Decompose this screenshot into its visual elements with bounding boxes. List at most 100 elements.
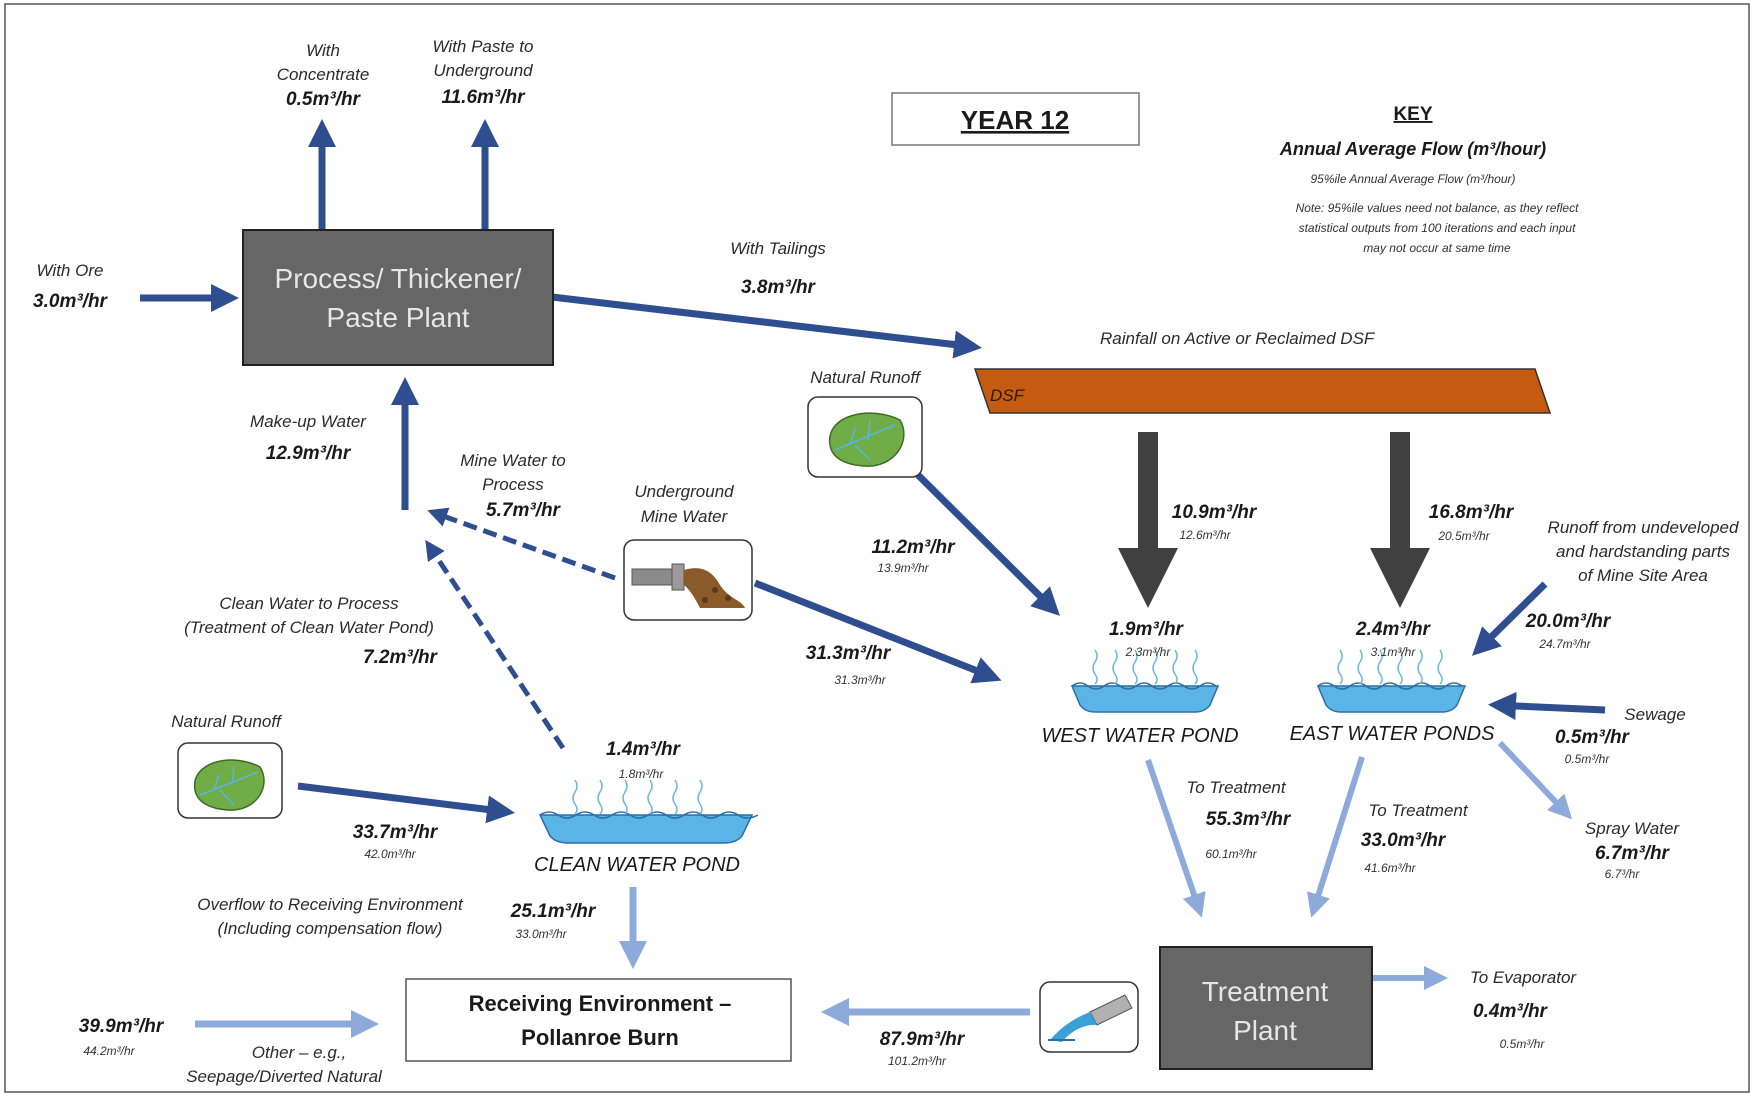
spray-label: Spray Water [1585,819,1681,838]
runoff-undeveloped-label-1: Runoff from undeveloped [1548,518,1739,537]
flow-arrows [140,119,1606,1038]
arrow-sewage [1488,691,1606,720]
west-treatment-label: To Treatment [1186,778,1286,797]
key-p95: 95%ile Annual Average Flow (m³/hour) [1311,172,1516,186]
west-rain-p95: 2.3m³/hr [1125,645,1172,659]
year-label: YEAR 12 [961,105,1069,135]
runoff-clean-p95: 42.0m³/hr [364,847,416,861]
east-treatment-value: 33.0m³/hr [1361,830,1447,851]
arrow-spray [1497,740,1573,820]
spray-value: 6.7m³/hr [1595,843,1671,864]
paste-label-2: Underground [433,61,533,80]
mine-to-process-value: 5.7m³/hr [486,500,562,521]
underground-mine-water-icon [623,539,753,621]
other-seepage-p95: 44.2m³/hr [83,1044,135,1058]
dsf-to-east-p95: 20.5m³/hr [1437,529,1490,543]
process-plant-line1: Process/ Thickener/ [275,263,522,294]
arrow-clean-to-process [425,539,566,750]
clean-to-process-label-1: Clean Water to Process [219,594,399,613]
west-treatment-p95: 60.1m³/hr [1205,847,1257,861]
tailings-label: With Tailings [730,239,826,258]
clean-to-process-label-2: (Treatment of Clean Water Pond) [184,618,434,637]
mine-to-west-p95: 31.3m³/hr [834,673,886,687]
east-rain-p95: 3.1m³/hr [1371,645,1417,659]
arrow-runoff-to-clean [297,782,515,824]
year-label-box [891,92,1140,146]
process-plant-box [242,229,554,366]
diagram-frame [4,3,1750,1093]
runoff-undeveloped-p95: 24.7m³/hr [1538,637,1591,651]
paste-value: 11.6m³/hr [441,87,526,108]
mine-to-west-value: 31.3m³/hr [806,643,892,664]
dsf-to-east-value: 16.8m³/hr [1429,502,1515,523]
runoff-undeveloped-label-2: and hardstanding parts [1556,542,1730,561]
outfall-pipe-icon [1039,981,1139,1053]
natural-runoff-clean-label: Natural Runoff [171,712,283,731]
overflow-value: 25.1m³/hr [510,901,597,922]
clean-rain-value: 1.4m³/hr [606,739,682,760]
sewage-p95: 0.5m³/hr [1565,752,1611,766]
dsf-shape [973,368,1552,414]
east-pond-label: EAST WATER PONDS [1290,723,1496,745]
east-pond-evap-icon [1337,649,1443,685]
ore-value: 3.0m³/hr [33,291,109,312]
sewage-value: 0.5m³/hr [1555,727,1631,748]
receiving-env-line1: Receiving Environment – [469,991,732,1016]
runoff-undeveloped-value: 20.0m³/hr [1525,611,1612,632]
concentrate-value: 0.5m³/hr [286,89,362,110]
other-seepage-label-2: Seepage/Diverted Natural [186,1067,383,1086]
east-rain-value: 2.4m³/hr [1355,619,1432,640]
west-water-pond [1070,649,1220,713]
dsf-label: DSF [990,386,1026,405]
dsf-to-west-value: 10.9m³/hr [1172,502,1258,523]
clean-water-pond [538,779,759,844]
east-treatment-label: To Treatment [1368,801,1468,820]
concentrate-label-2: Concentrate [277,65,370,84]
spray-p95: 6.7³/hr [1605,867,1641,881]
treatment-plant-line2: Plant [1233,1015,1297,1046]
sewage-label: Sewage [1624,705,1685,724]
mine-to-process-label-2: Process [482,475,544,494]
key-note-3: may not occur at same time [1363,241,1511,255]
arrow-runoff-to-west [915,472,1060,616]
clean-rain-p95: 1.8m³/hr [619,767,665,781]
receiving-environment-box [405,978,792,1062]
other-seepage-label-1: Other – e.g., [252,1043,347,1062]
key-title: KEY [1393,104,1432,125]
west-pond-evap-icon [1092,649,1198,685]
arrow-mine-to-process [427,507,616,581]
key-note-1: Note: 95%ile values need not balance, as… [1296,201,1580,215]
overflow-p95: 33.0m³/hr [515,927,567,941]
process-plant-line2: Paste Plant [326,302,469,333]
treated-discharge-value: 87.9m³/hr [880,1029,966,1050]
runoff-undeveloped-label-3: of Mine Site Area [1578,566,1708,585]
runoff-top-value: 11.2m³/hr [871,537,956,558]
paste-label-1: With Paste to [433,37,534,56]
treated-discharge-p95: 101.2m³/hr [888,1054,947,1068]
west-treatment-value: 55.3m³/hr [1206,809,1292,830]
runoff-clean-value: 33.7m³/hr [353,822,439,843]
east-treatment-p95: 41.6m³/hr [1364,861,1416,875]
arrow-tailings [551,293,982,359]
arrow-west-to-treatment [1145,759,1206,918]
mine-to-process-label-1: Mine Water to [460,451,566,470]
overflow-label-2: (Including compensation flow) [218,919,443,938]
arrow-runoff-undeveloped [1472,581,1548,656]
arrow-mine-to-west [753,579,1002,684]
evaporator-p95: 0.5m³/hr [1500,1037,1546,1051]
dsf-rainfall-label: Rainfall on Active or Reclaimed DSF [1100,329,1376,348]
concentrate-label-1: With [306,41,340,60]
key-annual-average: Annual Average Flow (m³/hour) [1279,139,1546,159]
east-water-ponds [1316,649,1467,713]
clean-to-process-value: 7.2m³/hr [363,647,439,668]
treatment-plant-line1: Treatment [1202,976,1329,1007]
natural-runoff-top-label: Natural Runoff [810,368,922,387]
evaporator-label: To Evaporator [1470,968,1577,987]
west-pond-label: WEST WATER POND [1041,725,1238,747]
tailings-value: 3.8m³/hr [741,277,817,298]
dsf-to-west-p95: 12.6m³/hr [1179,528,1231,542]
evaporator-value: 0.4m³/hr [1473,1001,1549,1022]
natural-runoff-clean-icon [177,742,283,819]
ore-label: With Ore [37,261,104,280]
